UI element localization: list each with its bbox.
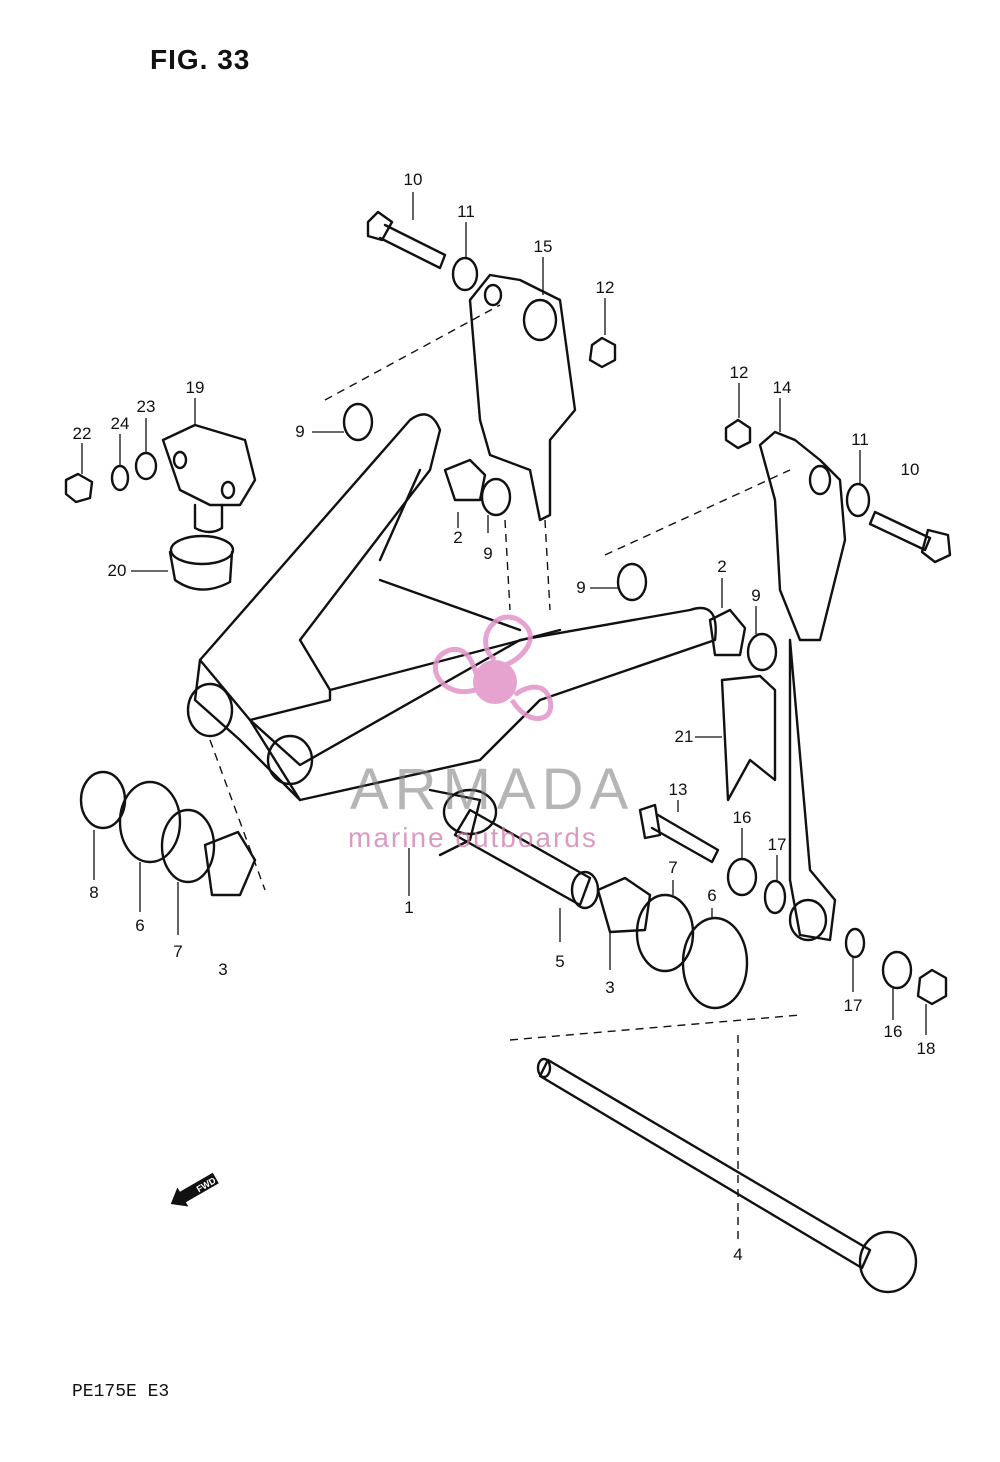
callout-label: 9: [295, 422, 305, 441]
watermark-tagline: marine outboards: [348, 822, 598, 853]
callout-label: 24: [110, 414, 130, 433]
bushing-2-right-part: [708, 608, 747, 657]
ring-17-upper-part: [763, 879, 787, 915]
callout-label: 3: [605, 978, 615, 997]
callout-label: 2: [453, 528, 463, 547]
callout-label: 22: [72, 424, 92, 443]
bolt-22-part: [64, 472, 94, 504]
washer-11-right-part: [845, 482, 871, 518]
callout-label: 7: [173, 942, 183, 961]
ring-17-lower-part: [844, 927, 866, 959]
callout-label: 4: [733, 1245, 743, 1264]
callout-label: 19: [185, 378, 205, 397]
bolt-13-part: [638, 803, 720, 864]
long-bolt-4-part: [536, 1057, 918, 1294]
callout-label: 7: [668, 858, 678, 877]
washer-23-part: [134, 451, 158, 481]
bushing-16-upper-part: [726, 857, 758, 897]
callout-label: 16: [883, 1022, 903, 1041]
bolt-10-right-part: [868, 510, 952, 564]
washer-24-part: [110, 464, 130, 492]
clip-21-part: [720, 674, 777, 802]
callout-label: 10: [900, 460, 920, 479]
callout-label: 12: [729, 363, 749, 382]
callout-label: 14: [772, 378, 792, 397]
bushing-16-lower-part: [881, 950, 913, 990]
callout-label: 9: [483, 544, 493, 563]
stopper-19-part: [161, 423, 257, 534]
bushing-9-right2-part: [746, 632, 778, 672]
fwd-arrow-icon: FWD: [170, 1172, 219, 1207]
callout-label: 10: [403, 170, 423, 189]
bushing-9-left-part: [342, 402, 374, 442]
callout-label: 11: [457, 202, 475, 221]
callout-label: 18: [916, 1039, 936, 1058]
swivel-bracket-part: [186, 413, 717, 857]
bushing-9-right-part: [616, 562, 648, 602]
callout-label: 1: [404, 898, 414, 917]
callout-label: 17: [843, 996, 863, 1015]
bracket-14-part: [758, 430, 847, 942]
bushing-2-left-part: [443, 458, 487, 502]
nut-18-part: [916, 968, 948, 1006]
callout-label: 23: [136, 397, 156, 416]
watermark-propeller-icon: [432, 614, 554, 721]
callout-label: 8: [89, 883, 99, 902]
nut-12-right-part: [724, 418, 752, 450]
nut-12-upper-part: [588, 336, 617, 369]
left-stack-parts: [79, 770, 257, 897]
callout-label: 17: [767, 835, 787, 854]
callout-label: 12: [595, 278, 615, 297]
callout-label: 13: [668, 780, 688, 799]
bracket-15-part: [468, 273, 577, 522]
callout-label: 6: [707, 886, 717, 905]
callout-label: 15: [533, 237, 553, 256]
bushing-9-mid-part: [480, 477, 512, 517]
callout-label: 9: [576, 578, 586, 597]
watermark-brand: ARMADA: [350, 757, 635, 822]
callout-label: 3: [218, 960, 228, 979]
callout-label: 2: [717, 557, 727, 576]
figure-title: FIG. 33: [150, 44, 251, 75]
bolt-10-upper-part: [366, 210, 447, 270]
rubber-mount-20-part: [168, 534, 235, 591]
callout-label: 5: [555, 952, 565, 971]
callout-label: 9: [751, 586, 761, 605]
callout-label: 16: [732, 808, 752, 827]
callout-label: 6: [135, 916, 145, 935]
model-code: PE175E E3: [72, 1382, 170, 1402]
callout-label: 20: [107, 561, 127, 580]
washer-11-upper-part: [451, 256, 479, 292]
callout-label: 11: [851, 430, 869, 449]
right-stack-parts: [596, 876, 749, 1010]
callout-label: 21: [674, 727, 694, 746]
